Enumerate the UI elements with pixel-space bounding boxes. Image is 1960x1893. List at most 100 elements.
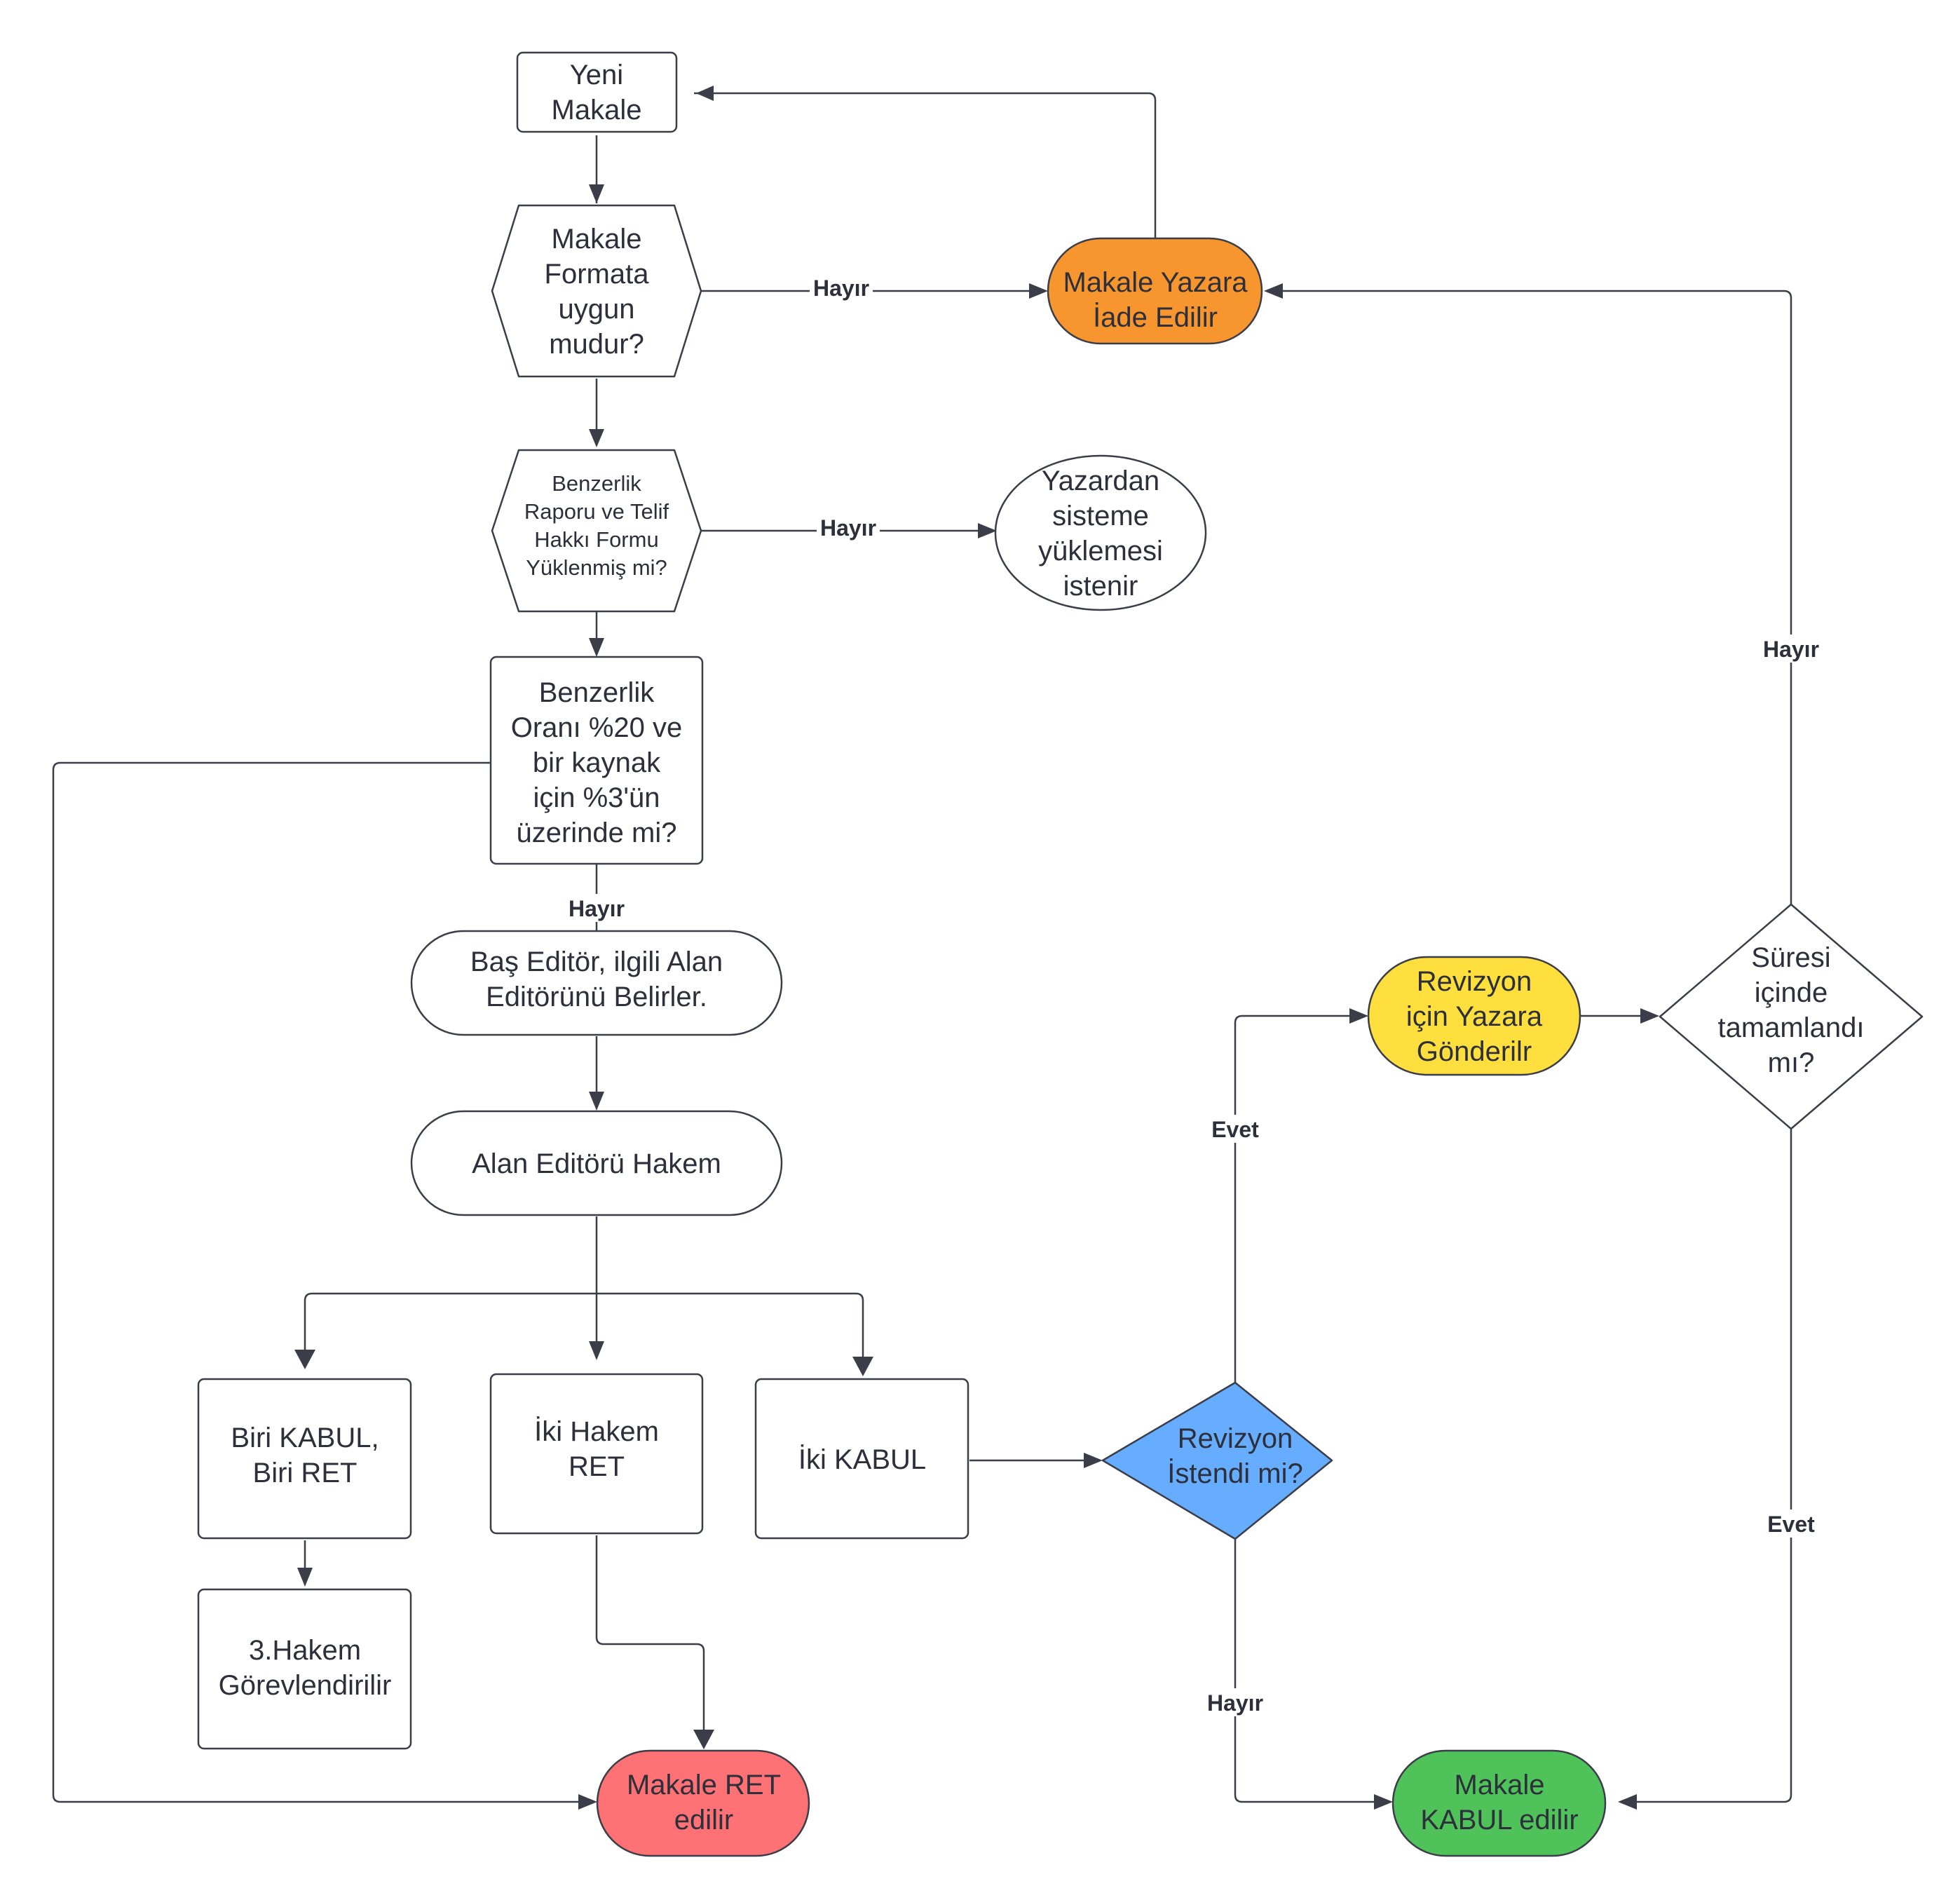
- node-label-line: Alan Editörü Hakem: [472, 1148, 721, 1179]
- edge-label: Hayır: [820, 515, 876, 541]
- node-iki-kabul: İki KABUL: [754, 1378, 969, 1540]
- node-label-line: mı?: [1768, 1047, 1815, 1078]
- label-format-hayir: Hayır: [810, 273, 873, 301]
- edge-branch-left: [304, 1292, 597, 1362]
- edge-label: Hayır: [1763, 637, 1819, 662]
- arrowhead: [1640, 1008, 1659, 1024]
- decision-diamond: [1659, 903, 1924, 1130]
- node-label-line: Raporu ve Telif: [524, 499, 669, 524]
- arrowhead: [1029, 283, 1048, 299]
- node-label-line: Gönderilr: [1417, 1036, 1532, 1067]
- node-label: Biri KABUL,Biri RET: [231, 1423, 379, 1488]
- arrowhead: [589, 1092, 604, 1111]
- node-label-line: KABUL edilir: [1420, 1805, 1578, 1836]
- node-label-line: RET: [569, 1451, 625, 1482]
- label-oran-hayir: Hayır: [565, 894, 628, 922]
- arrowhead: [1349, 1008, 1368, 1024]
- node-label-line: bir kaynak: [533, 747, 661, 778]
- edges: [52, 92, 1792, 1803]
- decision-diamond: [1101, 1381, 1333, 1540]
- terminal-pill: [410, 1110, 783, 1216]
- node-label-line: içinde: [1755, 977, 1828, 1008]
- node-label-line: Yeni: [570, 60, 623, 90]
- arrowhead: [852, 1357, 873, 1376]
- arrowhead: [1084, 1453, 1103, 1468]
- decision-hexagon: [491, 204, 702, 378]
- process-box: [489, 656, 704, 865]
- process-box: [754, 1378, 969, 1540]
- node-label-line: Görevlendirilir: [219, 1670, 392, 1701]
- arrowhead: [589, 638, 604, 657]
- edge-label: Evet: [1767, 1512, 1815, 1537]
- arrowhead: [693, 1730, 714, 1749]
- node-label-line: uygun: [559, 294, 635, 325]
- node-label-line: Benzerlik: [552, 471, 641, 496]
- edge-suresi-to-kabul: [1626, 1129, 1792, 1803]
- node-label-line: İki Hakem: [534, 1416, 659, 1447]
- node-label-line: sisteme: [1052, 501, 1149, 531]
- node-label-line: Oranı %20 ve: [511, 712, 683, 743]
- node-alan-editoru: Alan Editörü Hakem: [410, 1110, 783, 1216]
- node-label-line: Süresi: [1751, 942, 1830, 973]
- node-label-line: edilir: [674, 1805, 733, 1836]
- node-label-line: 3.Hakem: [249, 1635, 361, 1666]
- terminal-pill: [1047, 237, 1263, 345]
- edge-branch-right: [597, 1292, 864, 1364]
- arrowhead: [578, 1794, 597, 1810]
- label-revizyon-hayir: Hayır: [1204, 1688, 1267, 1716]
- node-label: Alan Editörü Hakem: [472, 1148, 721, 1179]
- terminal-pill: [410, 930, 783, 1036]
- node-label-line: Makale: [552, 95, 642, 125]
- label-revizyon-evet: Evet: [1207, 1115, 1263, 1143]
- node-label: İki KABUL: [798, 1444, 926, 1475]
- decision-hexagon: [491, 449, 702, 613]
- edge-iade-to-yeni: [694, 92, 1157, 238]
- node-label-line: istenir: [1063, 571, 1138, 602]
- label-rapor-hayir: Hayır: [817, 513, 880, 541]
- edge-iki-ret-to-ret: [595, 1535, 705, 1744]
- node-label-line: Revizyon: [1178, 1423, 1293, 1454]
- node-label-line: yüklemesi: [1038, 536, 1163, 566]
- arrowhead: [589, 1341, 604, 1360]
- node-label-line: mudur?: [549, 329, 644, 360]
- node-label-line: Makale: [552, 224, 642, 255]
- edge-labels: Hayır Hayır Hayır Hayır Evet Hayır Evet: [565, 273, 1823, 1716]
- edge-suresi-to-iade: [1271, 290, 1792, 904]
- node-label-line: Formata: [545, 259, 650, 290]
- label-suresi-hayir: Hayır: [1760, 635, 1823, 663]
- edge-oran-to-ret: [52, 761, 589, 1803]
- node-label-line: Biri RET: [253, 1458, 358, 1488]
- node-label-line: Yüklenmiş mi?: [526, 555, 667, 580]
- process-box: [516, 51, 678, 133]
- edge-label: Hayır: [569, 896, 625, 921]
- arrowhead: [589, 429, 604, 447]
- node-label-line: Benzerlik: [539, 677, 655, 708]
- node-label-line: üzerinde mi?: [516, 817, 676, 848]
- terminal-pill: [1391, 1749, 1607, 1857]
- edge-revizyon-to-yazara: [1234, 1015, 1361, 1383]
- arrowhead: [696, 86, 714, 101]
- terminal-pill: [596, 1749, 810, 1857]
- node-label-line: Editörünü Belirler.: [486, 982, 707, 1012]
